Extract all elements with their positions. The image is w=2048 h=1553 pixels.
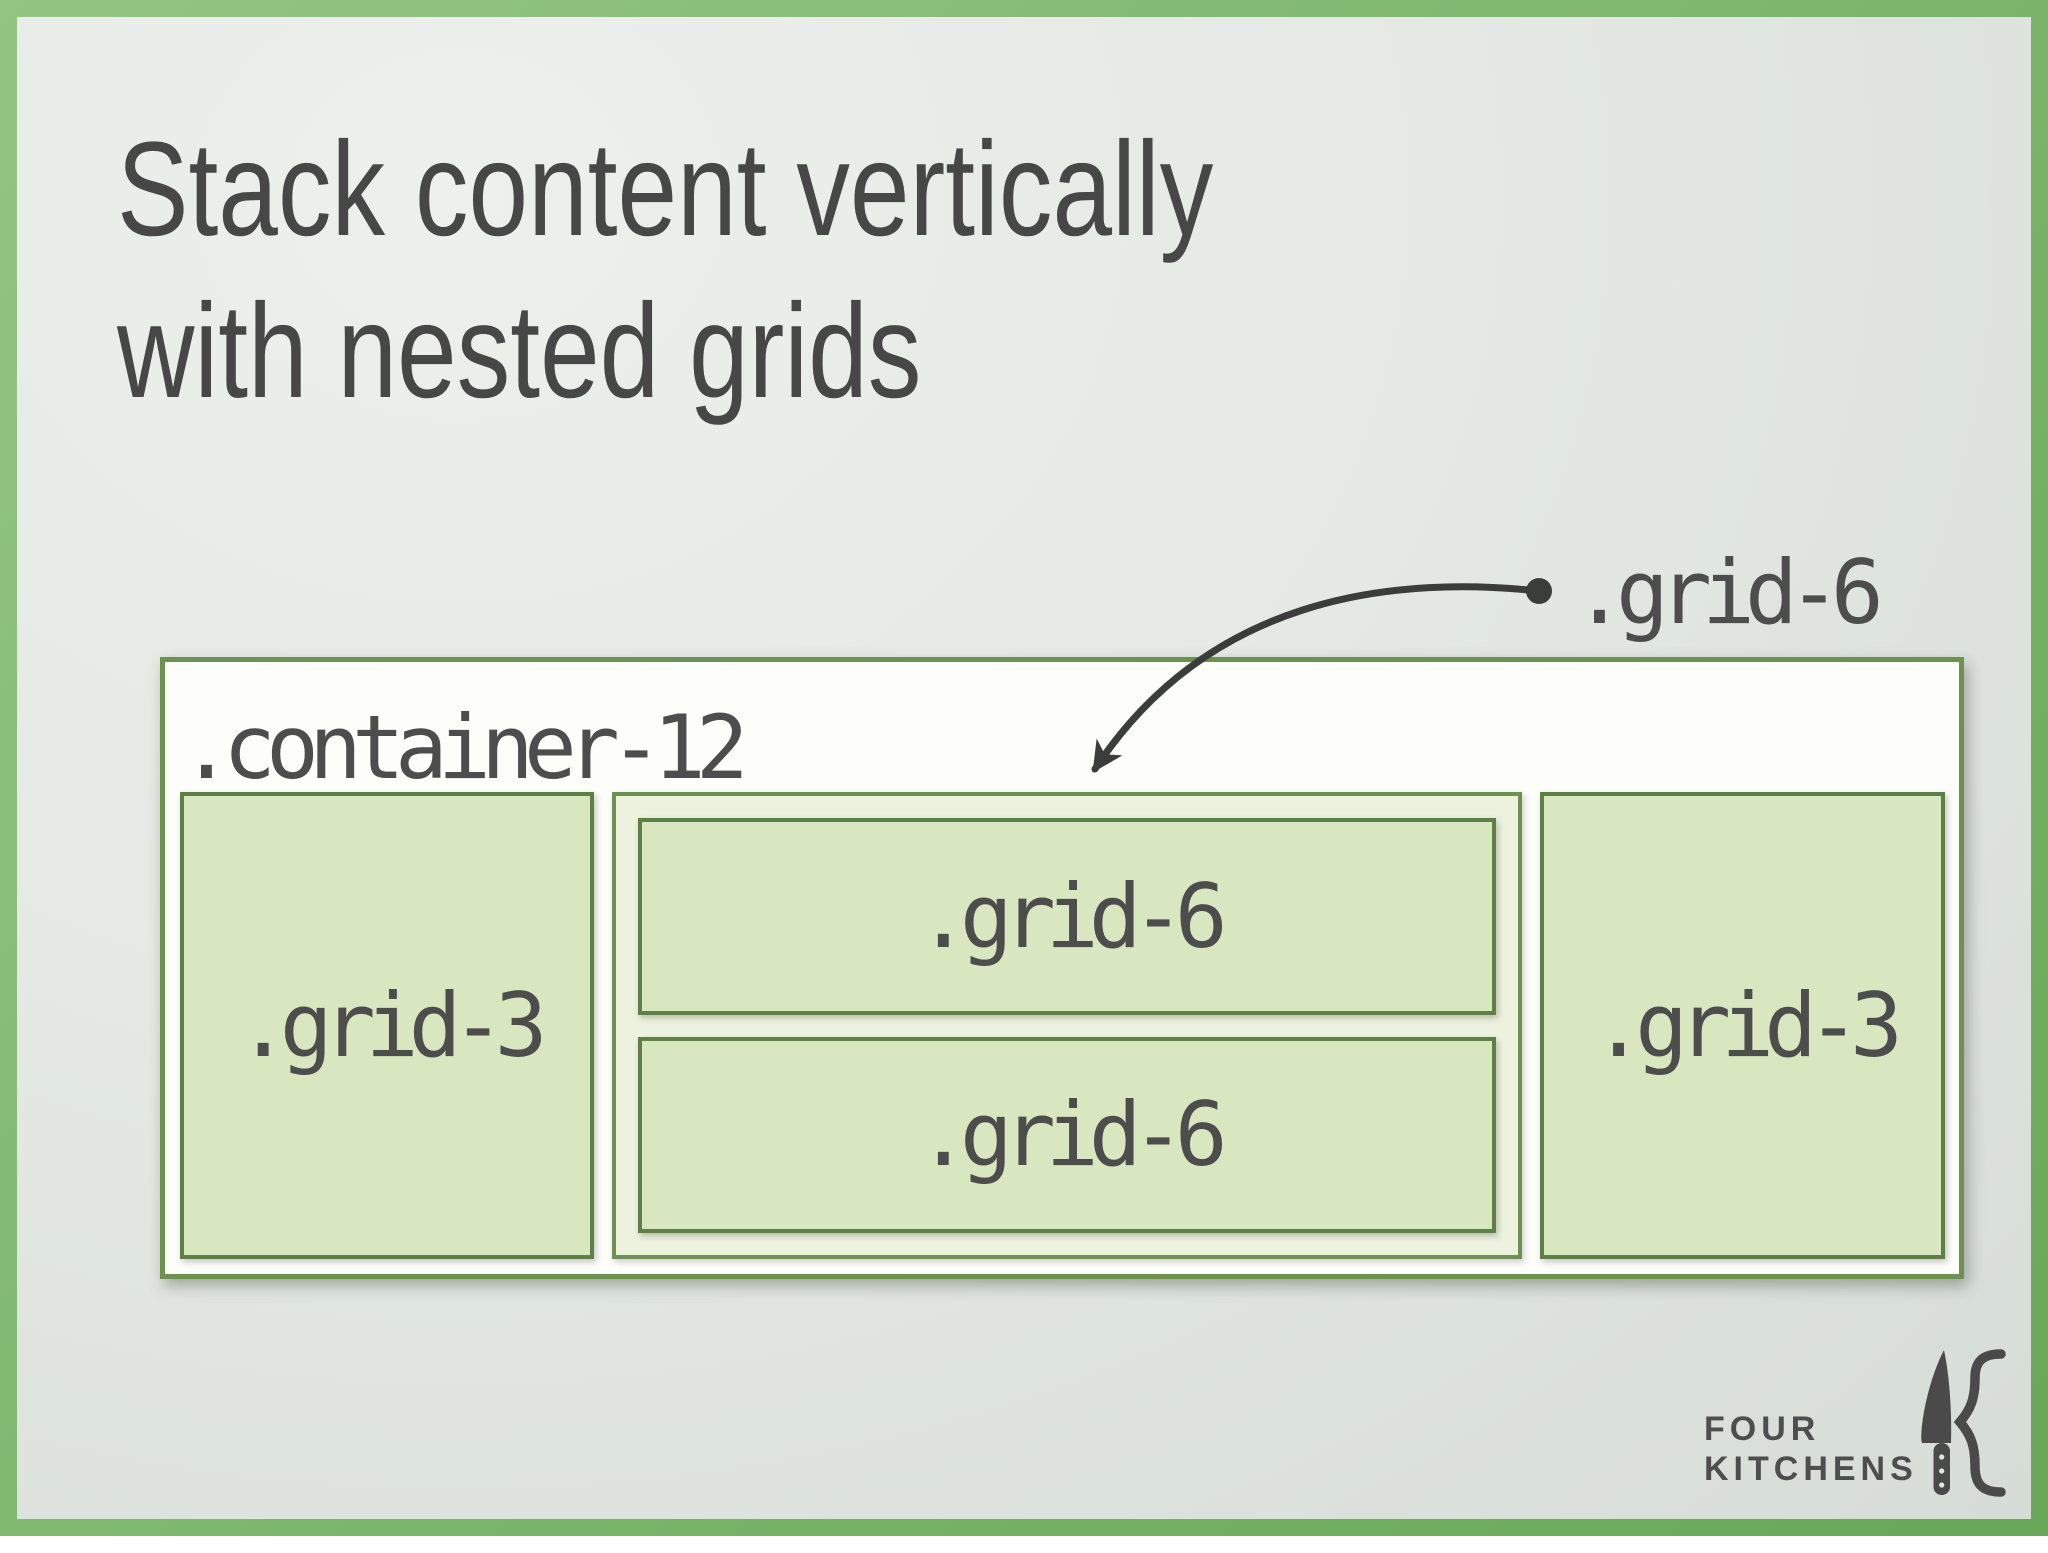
knife-k-icon	[1921, 1349, 2006, 1497]
grid-3-right-box: .grid-3	[1540, 792, 1945, 1259]
four-kitchens-wordmark: FOUR KITCHENS	[1704, 1409, 1918, 1489]
title-line-1: Stack content vertically	[117, 115, 1214, 264]
knife-rivet	[1939, 1454, 1945, 1460]
knife-rivet	[1939, 1468, 1945, 1474]
arrow-start-dot	[1526, 578, 1552, 604]
logo-line-four: FOUR	[1704, 1410, 1821, 1448]
slide-background: Stack content vertically with nested gri…	[17, 17, 2031, 1519]
knife-rivet	[1939, 1482, 1945, 1488]
title-line-2: with nested grids	[117, 277, 922, 426]
grid-6-bottom-box: .grid-6	[638, 1036, 1497, 1233]
grid-row: .grid-3 .grid-6 .grid-6 .grid-3	[180, 792, 1945, 1259]
k-brace-stroke	[1953, 1349, 2006, 1497]
knife-blade	[1921, 1350, 1952, 1443]
container-12-label: .container-12	[180, 696, 749, 799]
logo-line-kitchens: KITCHENS	[1704, 1450, 1918, 1488]
page-title: Stack content vertically with nested gri…	[117, 109, 1213, 433]
grid-6-top-box: .grid-6	[638, 818, 1497, 1015]
grid-6-top-label: .grid-6	[916, 864, 1228, 968]
container-12-box: .container-12 .grid-3 .grid-6 .grid-6 .g…	[160, 657, 1964, 1279]
grid-3-left-label: .grid-3	[236, 974, 548, 1077]
grid-6-bottom-label: .grid-6	[916, 1083, 1228, 1187]
grid-3-left-box: .grid-3	[180, 792, 595, 1259]
grid-6-annotation-label: .grid-6	[1573, 541, 1884, 644]
nested-grid-container: .grid-6 .grid-6	[612, 792, 1523, 1259]
grid-3-right-label: .grid-3	[1592, 974, 1903, 1077]
